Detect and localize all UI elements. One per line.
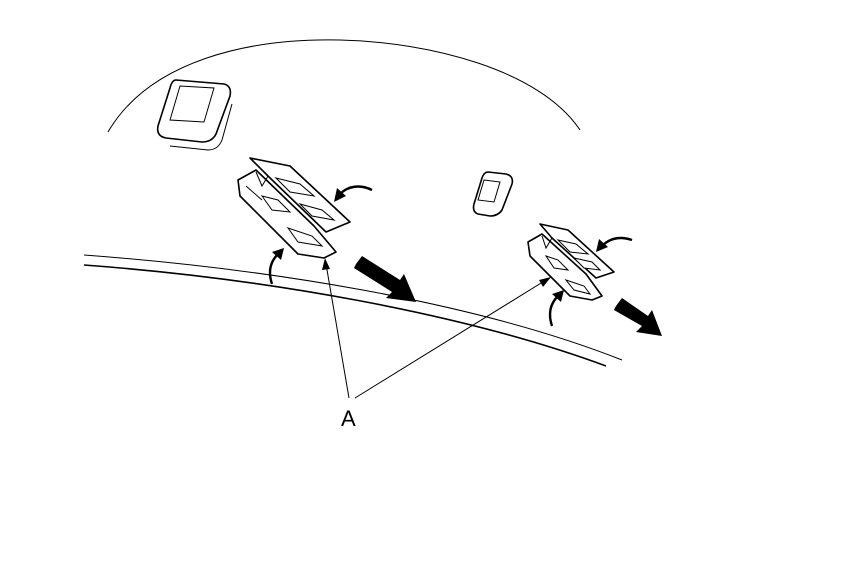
roof-edge-inner (83, 254, 623, 361)
pull-arrow-right (614, 298, 662, 336)
pull-arrow-left (354, 256, 416, 302)
rotate-arrow-right-top (596, 236, 633, 252)
leader-line-right (354, 279, 547, 399)
rotate-arrow-right-bottom (548, 290, 564, 327)
headliner-outline (107, 39, 581, 133)
clip-left (237, 157, 351, 259)
rotate-arrow-left-top (334, 185, 373, 202)
callout-label-a: A (341, 406, 356, 431)
clip-right (527, 223, 615, 301)
large-mount-housing (156, 79, 233, 151)
rotate-arrow-left-bottom (268, 248, 284, 285)
small-mount-housing (472, 171, 514, 217)
leader-line-left (325, 263, 350, 399)
roof-edge-outer (83, 264, 607, 367)
